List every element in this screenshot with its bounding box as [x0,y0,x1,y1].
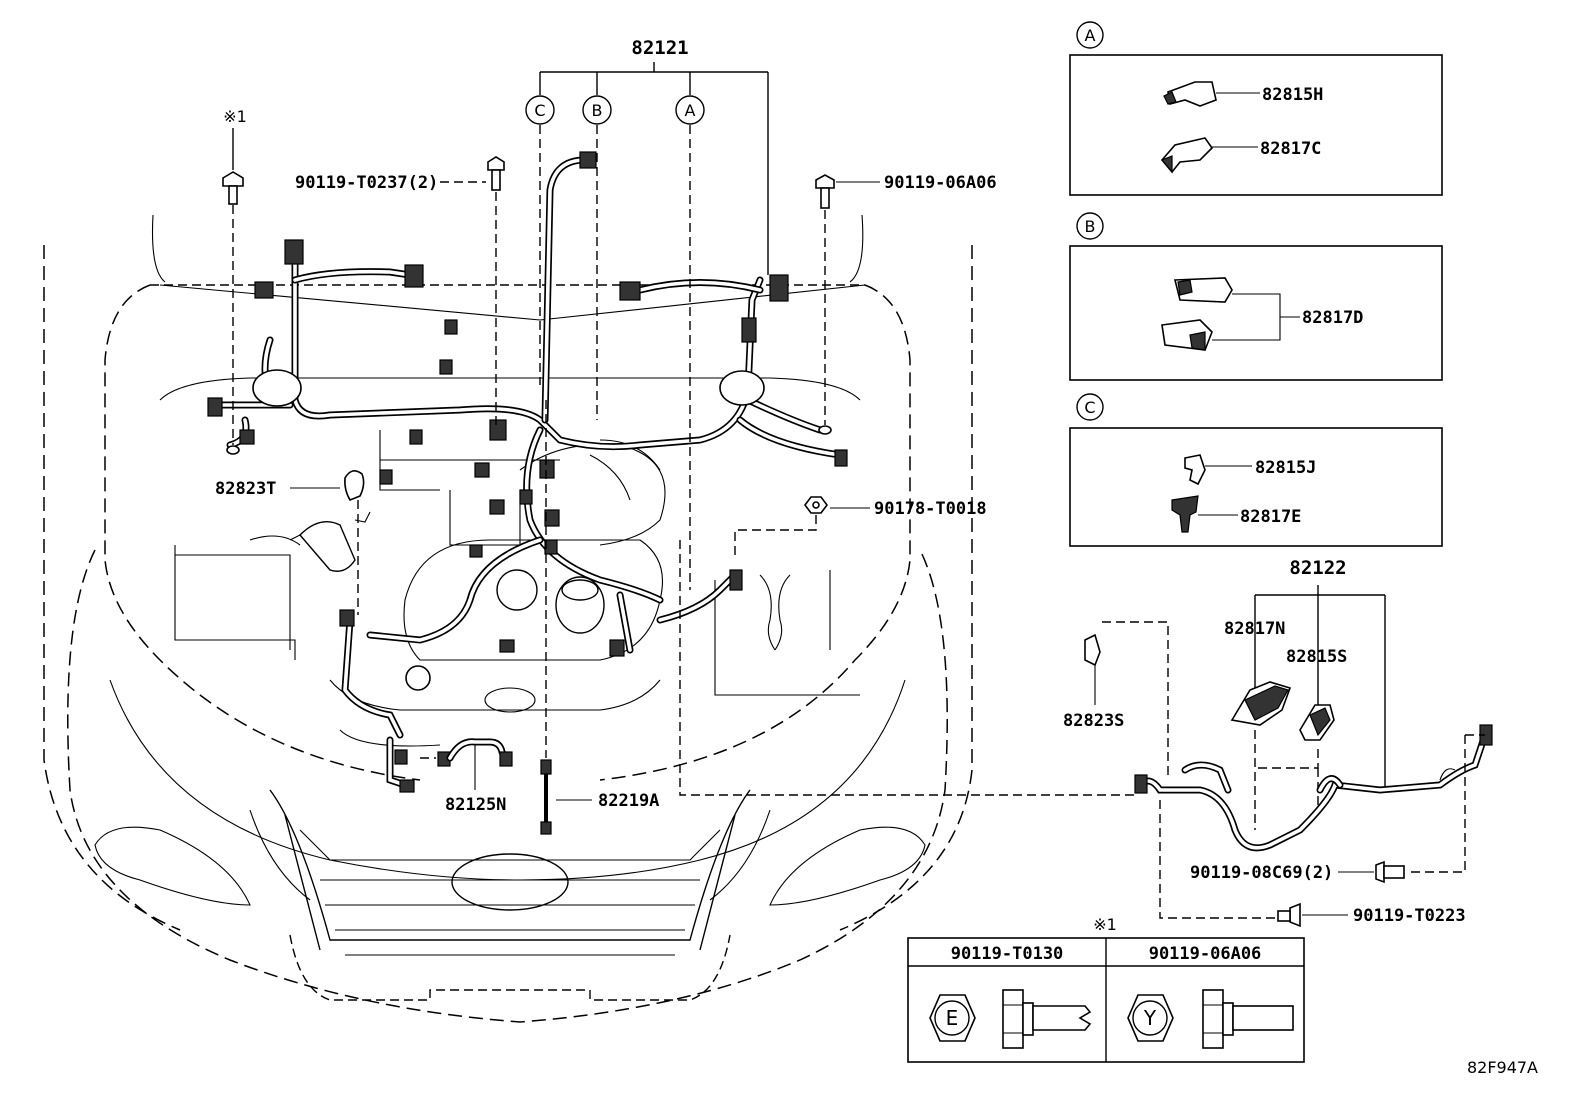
sub-harness-82125n [420,738,513,790]
label-90119-t0223: 90119-T0223 [1353,906,1466,926]
label-90178-t0018: 90178-T0018 [874,499,987,519]
detail-c-marker: C [1084,398,1095,417]
bolt-icon-t0237 [440,156,505,430]
label-82823s: 82823S [1063,711,1124,731]
label-82817d: 82817D [1302,308,1363,328]
fastener-table: E Y [907,937,1305,1063]
label-82817e: 82817E [1240,507,1301,527]
connector-icon-82815j [1184,454,1252,486]
connector-icon-82815h [1163,81,1260,107]
circle-marker-b-text: B [592,101,603,120]
fastener-col-2-part: 90119-06A06 [1149,944,1262,964]
connector-icon-82817d [1161,277,1300,351]
detail-a: A 82815H 82817C [1069,21,1443,196]
label-82823t: 82823T [215,479,276,499]
sub-harness-number: 82122 [1289,557,1346,579]
bolt-side-icon-y [1202,989,1294,1049]
link-to-sub-harness [679,540,1135,796]
bolt-mark-e: E [946,1006,959,1030]
bolt-icon-left [222,128,244,455]
label-82817c: 82817C [1260,139,1321,159]
circle-marker-b: B [582,95,612,125]
circle-marker-c-text: C [534,101,545,120]
bolt-head-icon-e: E [929,994,976,1042]
fastener-table-note: ※1 [1093,915,1117,934]
clip-icon-82823t [290,470,365,615]
label-82125n: 82125N [445,795,506,815]
diagram-id: 82F947A [1467,1058,1538,1077]
main-harness [207,151,848,793]
bolt-side-icon-e [1002,989,1092,1049]
connector-icon-82817e [1171,495,1238,533]
circle-marker-a: A [675,95,705,125]
main-harness-number: 82121 [631,37,688,59]
detail-b: B 82817D [1069,212,1443,381]
label-82817n: 82817N [1224,619,1285,639]
circle-marker-c: C [525,95,555,125]
bolt-mark-y: Y [1143,1006,1157,1030]
label-90119-06a06-top: 90119-06A06 [884,173,997,193]
wire-82219a [540,400,592,835]
main-harness-leaders [539,62,769,590]
detail-c: C 82815J 82817E [1069,393,1443,547]
detail-a-marker: A [1085,26,1096,45]
detail-b-marker: B [1085,217,1096,236]
fastener-col-1-part: 90119-T0130 [951,944,1064,964]
label-82219a: 82219A [598,791,659,811]
label-90119-08c69: 90119-08C69(2) [1190,863,1333,883]
circle-marker-a-text: A [685,101,696,120]
car-body-outline [43,214,973,1023]
sub-harness-82122 [1084,585,1493,928]
label-82815h: 82815H [1262,85,1323,105]
label-82815j: 82815J [1255,458,1316,478]
nut-icon-t0018 [734,496,870,555]
note-mark-left: ※1 [223,107,247,126]
bolt-head-icon-y: Y [1127,994,1174,1042]
engine [249,430,666,747]
bolt-icon-06a06-top [815,174,880,435]
label-82815s: 82815S [1286,647,1347,667]
connector-icon-82817c [1160,137,1258,174]
label-90119-t0237: 90119-T0237(2) [295,173,438,193]
